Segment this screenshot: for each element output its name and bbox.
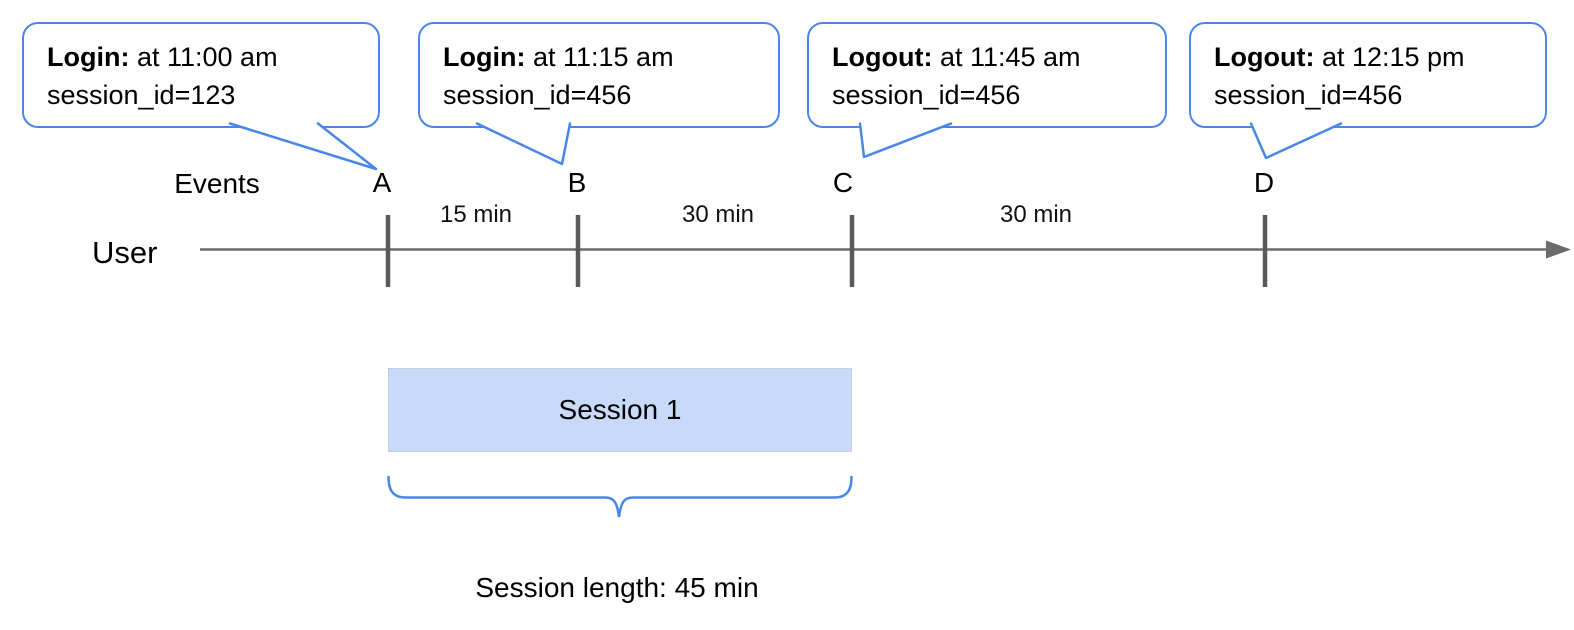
callout-event-line: Logout: at 11:45 am (832, 38, 1147, 76)
callout-event-line: Login: at 11:15 am (443, 38, 760, 76)
session-length-brace (387, 475, 853, 518)
event-type-label: Login: (47, 42, 130, 72)
interval-label-a-b: 15 min (439, 201, 513, 228)
event-marker-b: B (567, 167, 587, 198)
callout-logout-c: Logout: at 11:45 am session_id=456 (807, 22, 1167, 128)
callout-login-b: Login: at 11:15 am session_id=456 (418, 22, 780, 128)
event-type-label: Logout: (1214, 42, 1315, 72)
callout-detail-line: session_id=456 (443, 80, 632, 110)
callout-tail-a (228, 122, 378, 171)
interval-label-c-d: 30 min (999, 201, 1073, 228)
session-1-box: Session 1 (388, 368, 852, 452)
event-marker-d: D (1253, 167, 1275, 198)
session-1-label: Session 1 (558, 394, 682, 425)
events-column-label: Events (174, 168, 260, 199)
event-marker-c: C (832, 167, 854, 198)
callout-tail-b (475, 122, 572, 166)
event-time-label: at 11:15 am (525, 42, 674, 72)
event-time-label: at 11:00 am (129, 42, 278, 72)
event-type-label: Logout: (832, 42, 933, 72)
event-type-label: Login: (443, 42, 526, 72)
session-length-label: Session length: 45 min (475, 572, 759, 603)
callout-login-a: Login: at 11:00 am session_id=123 (22, 22, 380, 128)
interval-label-b-c: 30 min (681, 201, 755, 228)
callout-event-line: Logout: at 12:15 pm (1214, 38, 1527, 76)
timeline-arrowhead-icon (1546, 240, 1571, 259)
callout-event-line: Login: at 11:00 am (47, 38, 360, 76)
user-axis-label: User (92, 235, 158, 270)
event-time-label: at 12:15 pm (1314, 42, 1465, 72)
callout-logout-d: Logout: at 12:15 pm session_id=456 (1189, 22, 1547, 128)
callout-detail-line: session_id=456 (832, 80, 1021, 110)
event-time-label: at 11:45 am (932, 42, 1081, 72)
callout-detail-line: session_id=456 (1214, 80, 1403, 110)
event-marker-a: A (372, 167, 392, 198)
callout-detail-line: session_id=123 (47, 80, 236, 110)
